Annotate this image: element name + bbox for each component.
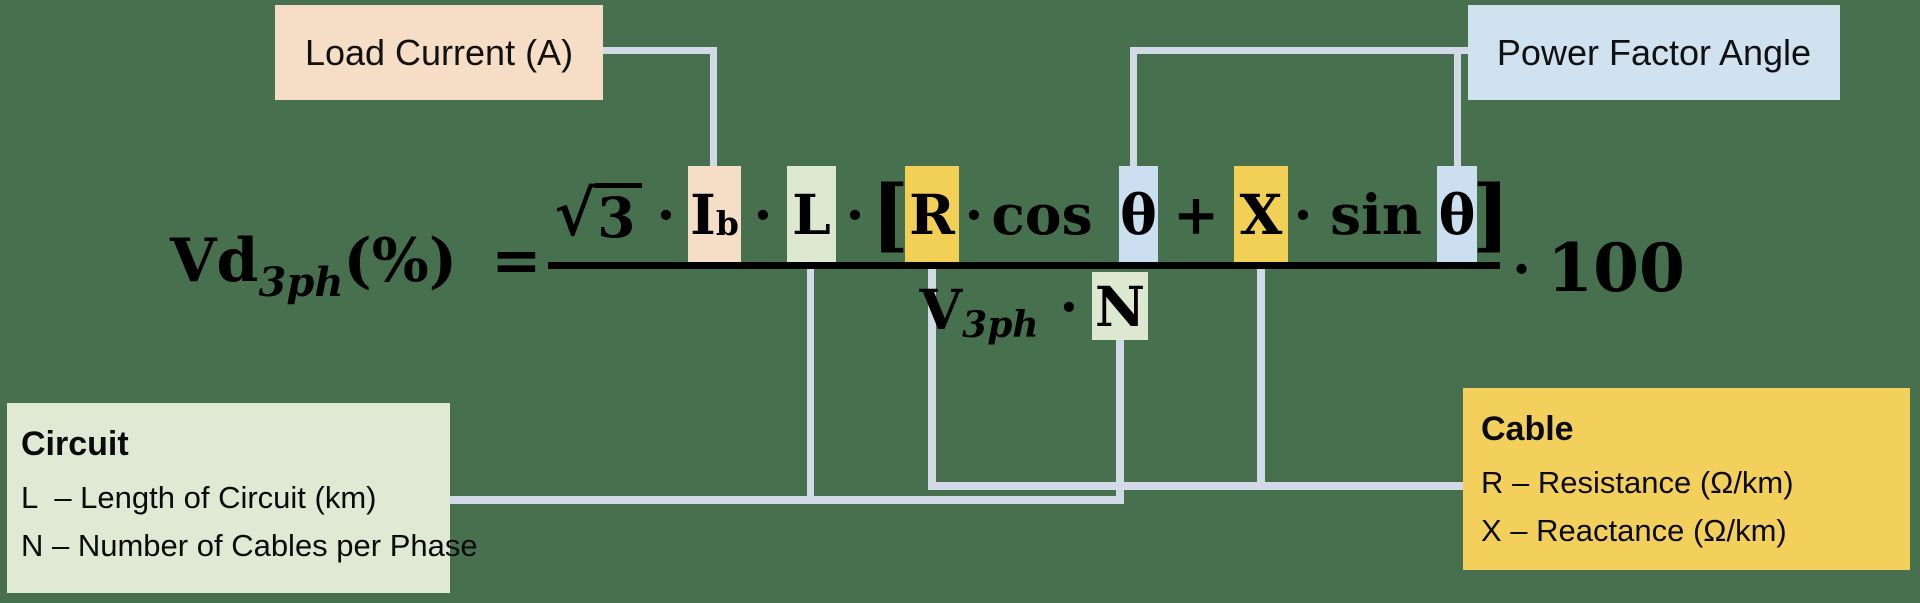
multiply-100: · 100 (1512, 229, 1685, 307)
load-current-callout: Load Current (A) (275, 5, 603, 100)
power-factor-angle-term-sin: θ (1437, 166, 1477, 262)
connector-load-current-h (603, 47, 714, 54)
dot-operator: · (656, 181, 676, 247)
cable-line-reactance: X – Reactance (Ω/km) (1481, 513, 1787, 549)
hundred-value: 100 (1547, 229, 1685, 307)
open-bracket: [ (871, 167, 909, 261)
load-current-label: Load Current (A) (304, 31, 574, 73)
vd-term: Vd (170, 226, 259, 296)
circuit-line-length: L – Length of Circuit (km) (21, 480, 377, 515)
dot-operator: · (753, 181, 773, 247)
dot-operator: · (845, 181, 865, 247)
connector-resistance-v (928, 262, 936, 490)
sqrt-3-term: √3 (548, 166, 648, 262)
circuit-callout: Circuit L – Length of Circuit (km) N – N… (7, 403, 478, 593)
connector-cables-v (1116, 338, 1124, 504)
reactance-term: X (1234, 166, 1288, 262)
dot-operator: · (964, 181, 984, 247)
vd-subscript: 3ph (258, 259, 344, 306)
voltage-subscript: 3ph (962, 304, 1039, 346)
power-factor-callout: Power Factor Angle (1468, 5, 1840, 100)
resistance-term: R (905, 166, 959, 262)
circuit-title: Circuit (21, 425, 129, 463)
cables-term: N (1092, 272, 1148, 340)
connector-power-factor-v-cos-theta (1130, 47, 1137, 166)
connector-circuit-h (450, 496, 1124, 504)
connector-power-factor-v-sin-theta (1454, 47, 1461, 166)
power-factor-label: Power Factor Angle (1496, 31, 1812, 73)
connector-load-current-v (710, 47, 717, 166)
sin-label: sin (1330, 181, 1422, 247)
radicand: 3 (595, 183, 642, 245)
dot-operator: · (1512, 235, 1532, 301)
cable-title: Cable (1481, 410, 1574, 448)
close-bracket: ] (1472, 167, 1510, 261)
connector-reactance-v (1257, 262, 1265, 490)
voltage-symbol: V (919, 276, 963, 342)
dot-operator: · (1293, 181, 1313, 247)
connector-power-factor-h (1130, 47, 1468, 54)
dot-operator: · (1059, 273, 1079, 339)
radical-sign: √ (554, 177, 596, 250)
cos-label: cos (991, 181, 1093, 247)
length-term: L (787, 166, 836, 262)
circuit-line-cables: N – Number of Cables per Phase (21, 528, 478, 564)
plus-sign: + (1172, 181, 1220, 247)
equals-sign: = (491, 226, 542, 296)
current-symbol: I (690, 181, 716, 247)
percent-label: (%) (343, 226, 458, 296)
current-subscript: b (715, 204, 739, 244)
cable-line-resistance: R – Resistance (Ω/km) (1481, 465, 1794, 500)
connector-length-v (807, 262, 814, 504)
fraction-bar (548, 262, 1500, 269)
formula-lhs: Vd3ph(%)= (170, 231, 541, 303)
power-factor-angle-term-cos: θ (1119, 166, 1158, 262)
connector-cable-h (930, 482, 1463, 490)
cable-callout: Cable R – Resistance (Ω/km) X – Reactanc… (1463, 388, 1910, 570)
